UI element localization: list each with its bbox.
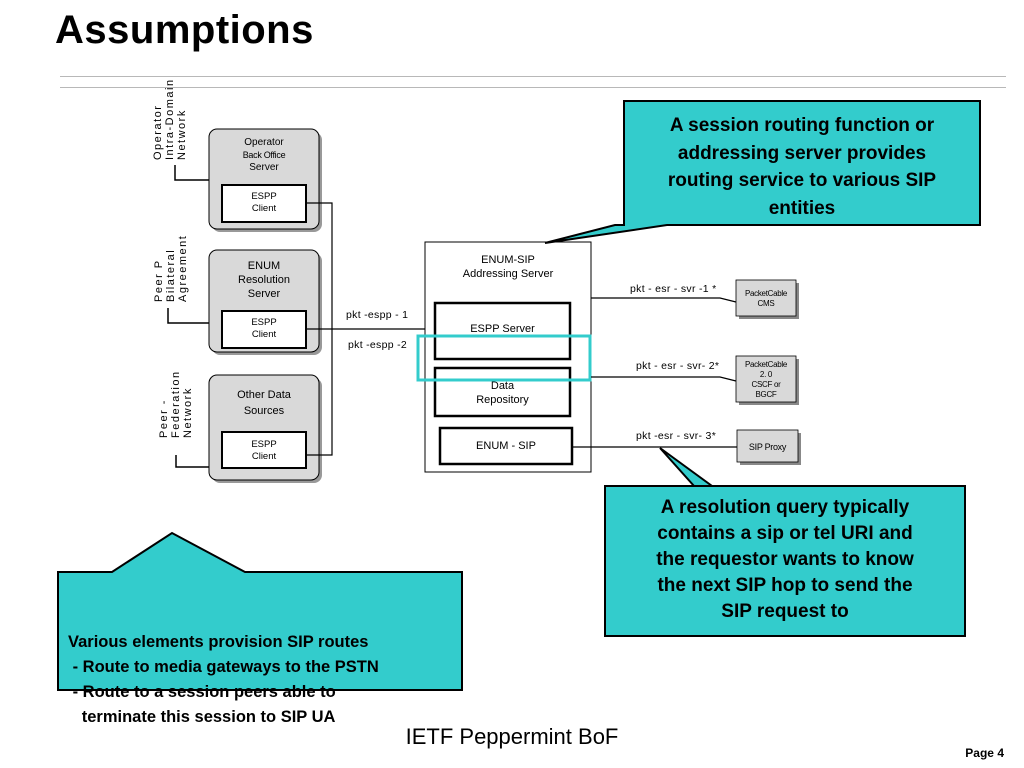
svr-lines — [572, 297, 737, 448]
title-rule-top — [60, 76, 1006, 77]
espp-server-box — [433, 301, 572, 361]
label-svr-2: pkt - esr - svr- 2* — [636, 360, 720, 372]
enum-sip-label: ENUM - SIP — [476, 440, 536, 452]
callout-provision-shape — [57, 531, 463, 691]
label-svr-1: pkt - esr - svr -1 * — [630, 283, 717, 295]
enum-sip-box — [438, 426, 574, 466]
source-box-enum — [208, 249, 322, 355]
title-rule-bottom — [60, 87, 1006, 88]
callout-provision-text: Various elements provision SIP routes - … — [68, 633, 379, 726]
target-cscf — [735, 355, 799, 405]
source-box-other — [208, 374, 322, 483]
callout-resolution-shape — [604, 447, 966, 637]
page-number: Page 4 — [965, 746, 1004, 760]
espp-server-label: ESPP Server — [470, 323, 535, 335]
espp-lines — [306, 202, 435, 456]
source-box-operator — [208, 128, 322, 232]
target-sip-proxy — [736, 429, 801, 465]
label-espp-1: pkt -espp - 1 — [346, 309, 409, 321]
sip-proxy-label: SIP Proxy — [748, 442, 787, 452]
footer-text: IETF Peppermint BoF — [405, 724, 619, 749]
bracket-lines — [167, 165, 210, 468]
label-svr-3: pkt -esr - svr- 3* — [636, 430, 717, 442]
target-cms — [735, 279, 799, 319]
label-espp-2: pkt -espp -2 — [348, 339, 408, 351]
callout-routing-shape — [544, 100, 981, 244]
data-repository-box — [433, 366, 572, 418]
page-title: Assumptions — [55, 8, 314, 52]
highlight-frame — [416, 334, 592, 382]
